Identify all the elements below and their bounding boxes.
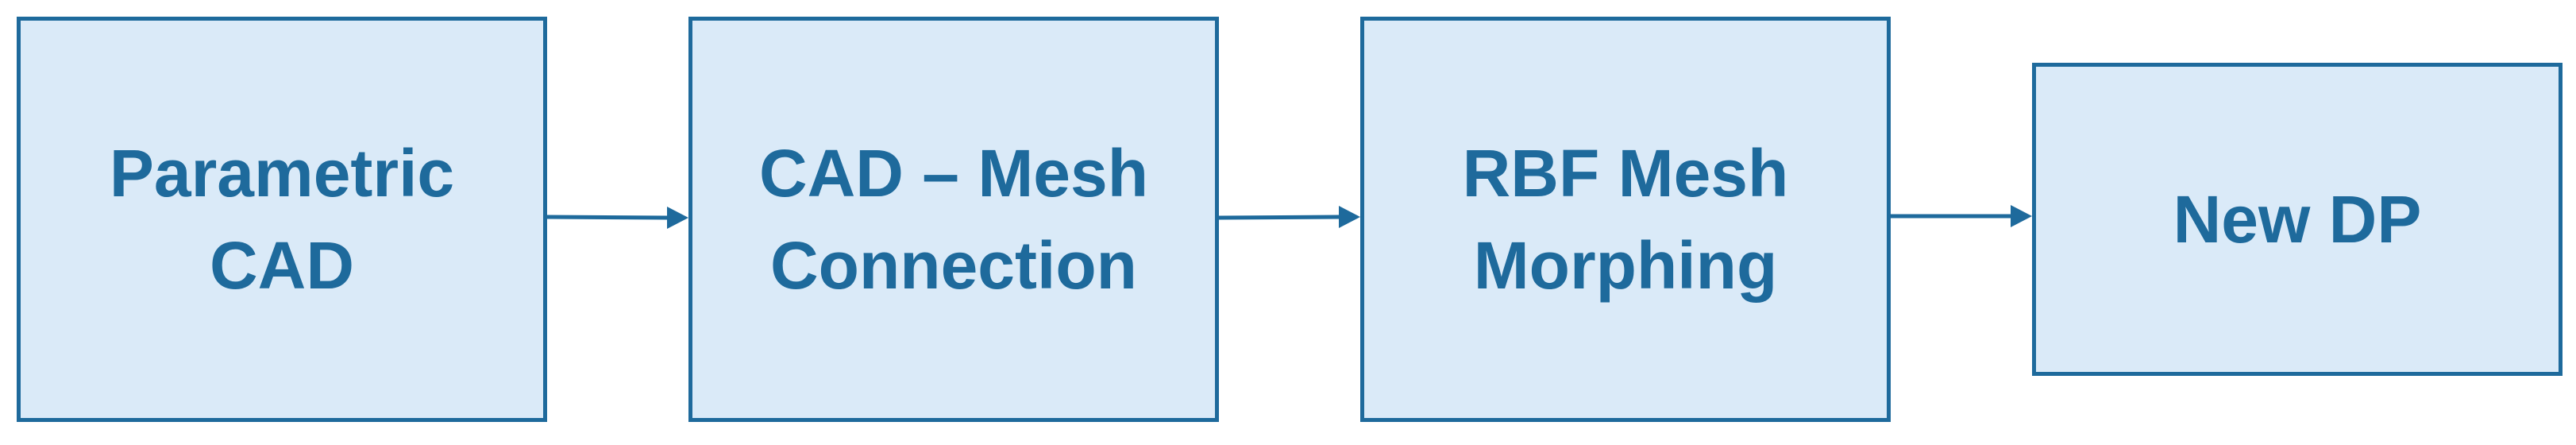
arrow-1 <box>546 207 688 229</box>
step-cad-mesh-connection: CAD – Mesh Connection <box>688 17 1219 422</box>
step-label: Parametric CAD <box>110 127 454 312</box>
step-label-line2: Connection <box>770 228 1137 303</box>
arrow-3 <box>1891 205 2032 227</box>
arrow-2 <box>1218 206 1360 228</box>
step-label: New DP <box>2173 173 2422 265</box>
step-label-line2: CAD <box>210 228 354 303</box>
step-label-line1: CAD – Mesh <box>758 136 1149 211</box>
step-label-line1: Parametric <box>109 136 455 211</box>
step-parametric-cad: Parametric CAD <box>17 17 547 422</box>
step-label: RBF Mesh Morphing <box>1463 127 1789 312</box>
step-label: CAD – Mesh Connection <box>759 127 1148 312</box>
step-label-line2: Morphing <box>1473 228 1778 303</box>
step-new-dp: New DP <box>2032 63 2563 376</box>
step-label-line1: New DP <box>2173 182 2422 257</box>
step-rbf-mesh-morphing: RBF Mesh Morphing <box>1360 17 1891 422</box>
step-label-line1: RBF Mesh <box>1462 136 1789 211</box>
